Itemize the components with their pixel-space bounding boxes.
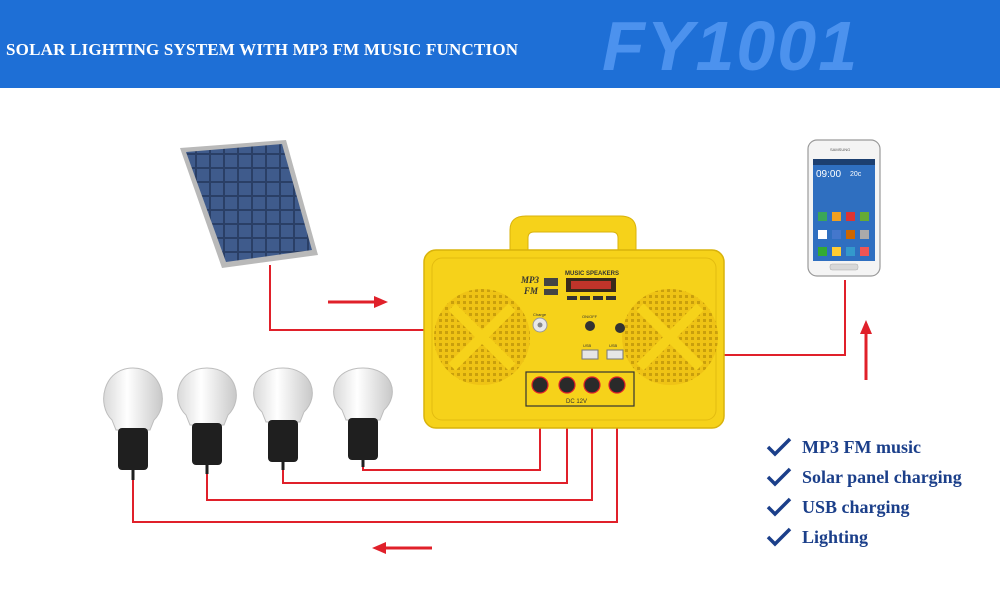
checkmark-icon	[766, 497, 792, 517]
fm-label: FM	[523, 286, 539, 296]
speaker-device: MP3 FM MUSIC SPEAKERS DC 12V USB USB Cha…	[423, 215, 725, 429]
usb-label-2: USB	[609, 343, 618, 348]
mp3-label: MP3	[520, 275, 540, 285]
light-bulb	[103, 367, 163, 480]
arrow-up-icon	[860, 320, 872, 380]
checkmark-icon	[766, 437, 792, 457]
feature-label: Solar panel charging	[802, 466, 962, 487]
speakers-label: MUSIC SPEAKERS	[565, 271, 619, 277]
light-bulb	[177, 367, 237, 474]
usb-label-1: USB	[583, 343, 592, 348]
usb-port-2	[606, 349, 624, 360]
dc-label: DC 12V	[566, 399, 587, 405]
feature-item: Solar panel charging	[766, 462, 962, 492]
feature-item: MP3 FM music	[766, 432, 962, 462]
solar-panel	[180, 140, 318, 268]
arrow-left-icon	[372, 542, 432, 554]
feature-label: USB charging	[802, 496, 910, 517]
arrow-right-icon	[328, 296, 388, 308]
header-title: SOLAR LIGHTING SYSTEM WITH MP3 FM MUSIC …	[6, 40, 519, 59]
model-number: FY1001	[602, 7, 860, 85]
checkmark-icon	[766, 527, 792, 547]
feature-label: MP3 FM music	[802, 436, 921, 457]
checkmark-icon	[766, 467, 792, 487]
feature-item: Lighting	[766, 522, 962, 552]
phone-temp: 20c	[850, 171, 862, 178]
charge-label: Charge	[533, 312, 547, 317]
radio-knob	[615, 323, 625, 333]
phone-time: 09:00	[816, 169, 841, 180]
phone-brand: SAMSUNG	[830, 147, 850, 152]
feature-item: USB charging	[766, 492, 962, 522]
header-banner: SOLAR LIGHTING SYSTEM WITH MP3 FM MUSIC …	[0, 0, 1000, 88]
smartphone: SAMSUNG 09:00 20c	[807, 139, 881, 277]
power-knob	[585, 321, 595, 331]
light-bulb	[333, 367, 393, 467]
dc-outputs	[531, 376, 626, 394]
feature-list: MP3 FM music Solar panel charging USB ch…	[766, 432, 962, 552]
feature-label: Lighting	[802, 526, 869, 547]
light-bulb	[253, 367, 313, 470]
usb-port-1	[581, 349, 599, 360]
onoff-label: ON/OFF	[582, 314, 598, 319]
